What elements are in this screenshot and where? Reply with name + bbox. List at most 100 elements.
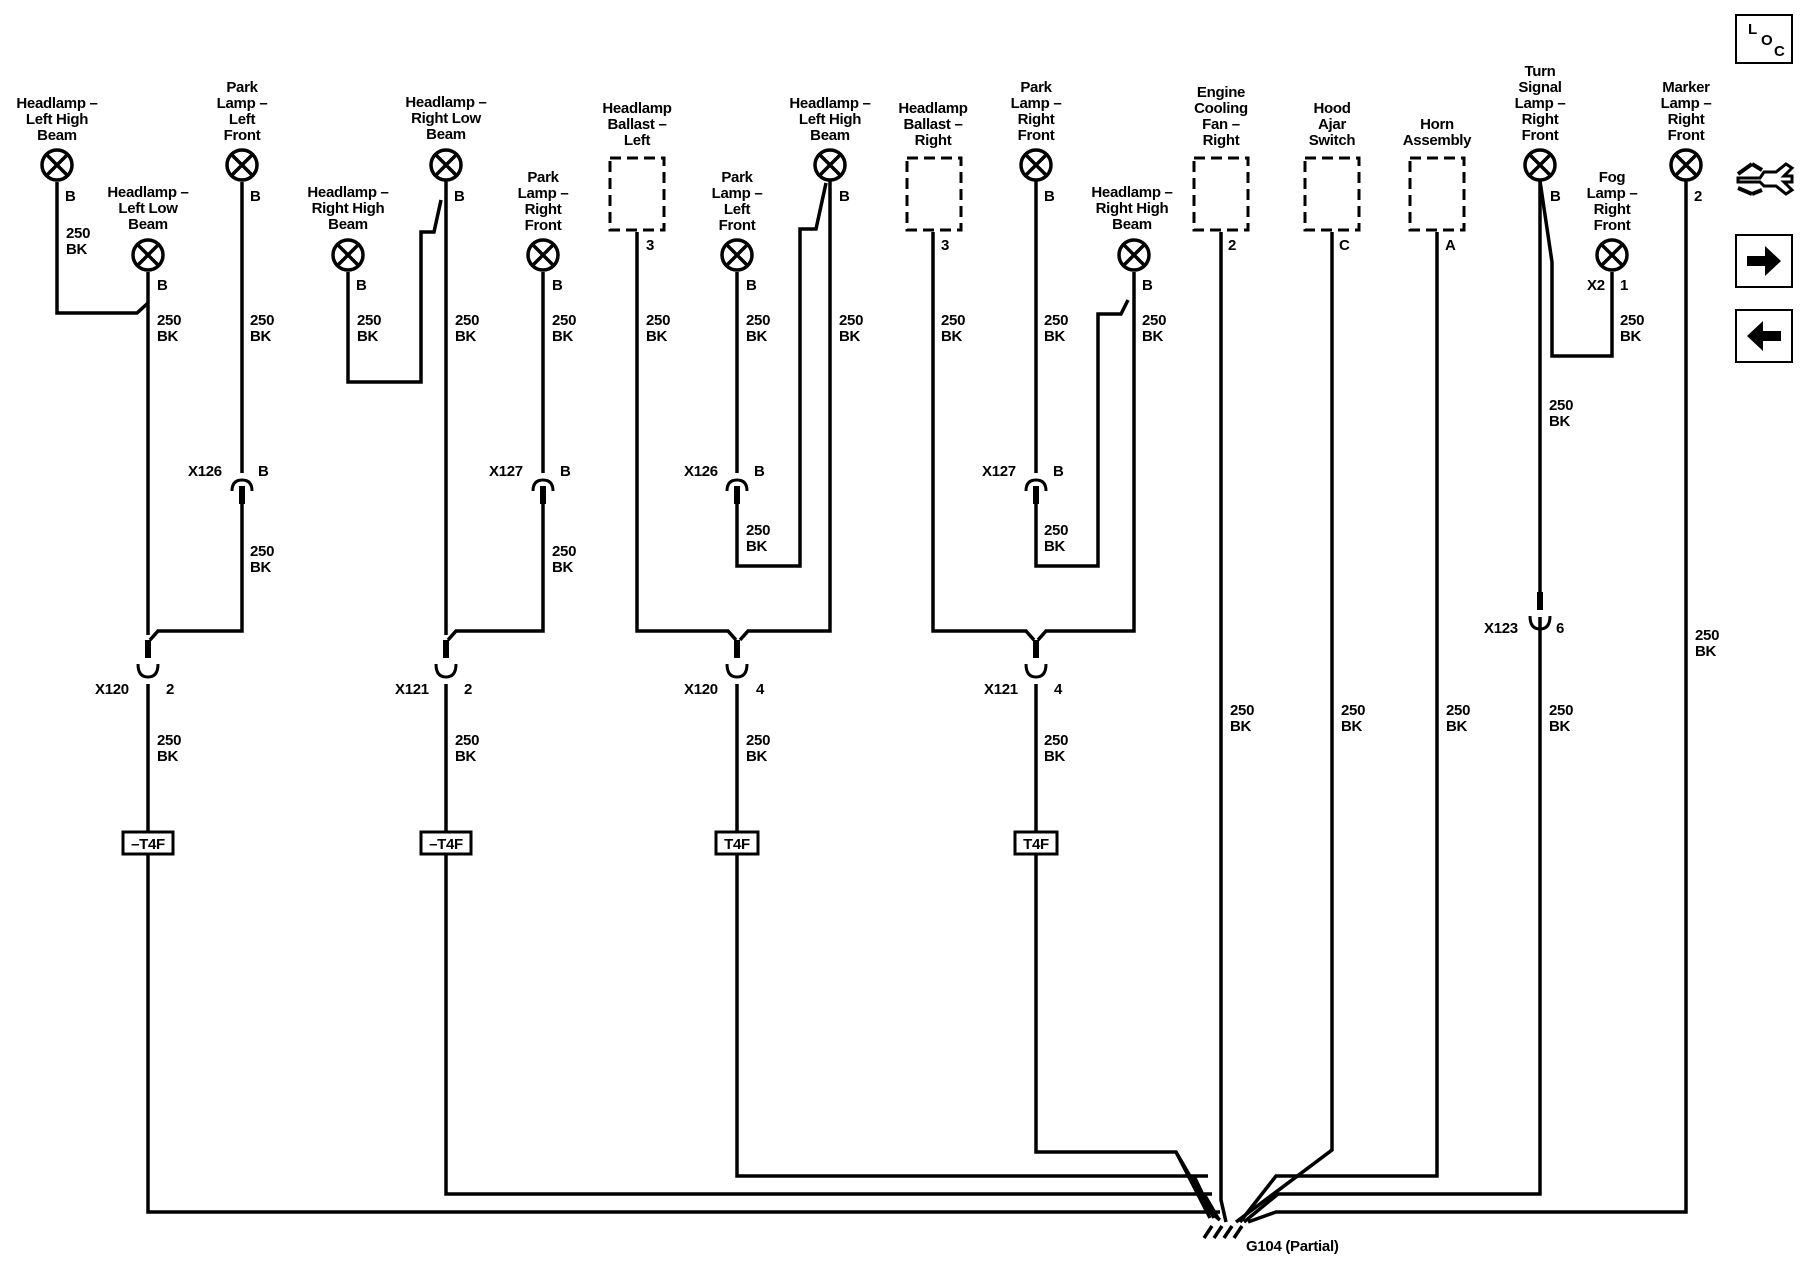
wire-gauge: 250 (552, 543, 576, 560)
bulb-fog-lamp (1595, 238, 1629, 272)
wire-gauge: 250 (646, 312, 670, 329)
wire-color: BK (455, 328, 477, 345)
label-turn-signal-lamp-l5: Front (1522, 127, 1559, 144)
wire-marker-lamp (1247, 181, 1688, 1224)
connector-x121-left: X121 2 (395, 640, 472, 698)
wire-gauge: 250 (839, 312, 863, 329)
wires (55, 180, 1688, 1224)
label-headlamp-left-high-beam-2-l3: Beam (810, 127, 850, 144)
label-park-lamp-left-front-2-l4: Front (719, 217, 756, 234)
label-marker-lamp-l3: Right (1668, 111, 1705, 128)
bulb-park-lamp-left-front-2 (720, 238, 754, 272)
wire-color: BK (1230, 718, 1252, 735)
label-headlamp-right-high-beam-1-l2: Right High (312, 200, 385, 217)
wire-color: BK (250, 559, 272, 576)
label-hood-ajar-switch-l1: Hood (1313, 100, 1350, 117)
wire-x121-pin4-to-ground (1034, 684, 1214, 1215)
label-headlamp-ballast-right-l1: Headlamp (898, 100, 967, 117)
label-headlamp-left-low-beam-l2: Left Low (118, 200, 178, 217)
wire-color: BK (1446, 718, 1468, 735)
label-headlamp-right-high-beam-1-l1: Headlamp – (307, 184, 388, 201)
pin-b: B (746, 277, 757, 294)
wire-gauge: 250 (746, 522, 770, 539)
label-fog-lamp-l4: Front (1594, 217, 1631, 234)
pin-3: 3 (941, 237, 949, 254)
label-engine-cooling-fan-right-l4: Right (1203, 132, 1240, 149)
location-view-button[interactable]: L O C (1735, 14, 1793, 64)
splice-t4f-left: T4F (714, 830, 760, 856)
loc-letter-o: O (1761, 32, 1773, 49)
wire-gauge: 250 (455, 732, 479, 749)
label-park-lamp-left-front-2-l3: Left (724, 201, 751, 218)
box-headlamp-ballast-left (608, 156, 666, 232)
wire-color: BK (1044, 748, 1066, 765)
bulb-marker-lamp (1669, 148, 1703, 182)
arrow-right-icon (1747, 246, 1781, 276)
component-labels: Headlamp – Left High Beam Park Lamp – Le… (16, 63, 1711, 234)
bulb-headlamp-left-low-beam (131, 238, 165, 272)
connector-label: X120 (684, 681, 718, 698)
bulb-headlamp-right-high-beam-2 (1117, 238, 1151, 272)
connector-view-button[interactable] (1734, 150, 1796, 216)
connector-pin: 4 (756, 681, 765, 698)
bulb-park-lamp-right-front-1 (526, 238, 560, 272)
pin-a: A (1445, 237, 1456, 254)
connector-x120-left: X120 2 (95, 640, 174, 698)
wire-color: BK (1142, 328, 1164, 345)
wire-color: BK (1044, 538, 1066, 555)
bulb-park-lamp-left-front-1 (225, 148, 259, 182)
wire-ballast-left (635, 232, 738, 642)
wire-gauge: 250 (1549, 397, 1573, 414)
wire-right-high-beam-2 (1036, 272, 1136, 642)
wire-color: BK (746, 328, 768, 345)
connector-label: X123 (1484, 620, 1518, 637)
wire-gauge: 250 (157, 732, 181, 749)
label-headlamp-ballast-left-l3: Left (624, 132, 651, 149)
wire-color: BK (157, 748, 179, 765)
label-horn-assembly-l2: Assembly (1403, 132, 1472, 149)
connector-pin: B (258, 463, 269, 480)
label-engine-cooling-fan-right-l3: Fan – (1202, 116, 1240, 133)
wire-right-high-beam-1 (346, 199, 443, 384)
connector-x2: X2 (1587, 277, 1605, 294)
label-headlamp-left-low-beam-l3: Beam (128, 216, 168, 233)
wire-park-left-front-1 (148, 182, 244, 642)
wire-gauge: 250 (1142, 312, 1166, 329)
label-park-lamp-right-front-2-l1: Park (1020, 79, 1052, 96)
wire-gauge: 250 (250, 312, 274, 329)
wire-ground-fanout (1174, 1151, 1222, 1222)
connector-x127-left: X127 B (489, 463, 571, 504)
connector-x121-right: X121 4 (984, 640, 1063, 698)
wire-color: BK (746, 538, 768, 555)
pin-3: 3 (646, 237, 654, 254)
label-engine-cooling-fan-right-l2: Cooling (1194, 100, 1248, 117)
wire-engine-cooling-fan (1219, 232, 1228, 1223)
label-marker-lamp-l2: Lamp – (1661, 95, 1712, 112)
wire-gauge: 250 (1620, 312, 1644, 329)
ground-icon (1202, 1225, 1244, 1239)
label-fog-lamp-l1: Fog (1599, 169, 1626, 186)
label-headlamp-left-high-beam-2-l1: Headlamp – (789, 95, 870, 112)
pin-b: B (839, 188, 850, 205)
label-park-lamp-left-front-l4: Front (224, 127, 261, 144)
wire-park-right-front-2 (1034, 181, 1130, 568)
label-fog-lamp-l3: Right (1594, 201, 1631, 218)
pin-2: 2 (1228, 237, 1236, 254)
connector-x126-left: X126 B (188, 463, 269, 504)
wire-gauge: 250 (1044, 732, 1068, 749)
label-headlamp-right-high-beam-2-l1: Headlamp – (1091, 184, 1172, 201)
label-headlamp-left-high-beam-l1: Headlamp – (16, 95, 97, 112)
splice-label: –T4F (429, 836, 463, 853)
label-park-lamp-right-front-2-l2: Lamp – (1011, 95, 1062, 112)
connector-label: X126 (188, 463, 222, 480)
wire-gauge: 250 (66, 225, 90, 242)
connector-x120-right: X120 4 (684, 640, 765, 698)
label-park-lamp-right-front-1-l4: Front (525, 217, 562, 234)
next-page-button[interactable] (1735, 234, 1793, 288)
connector-pin: 2 (166, 681, 174, 698)
previous-page-button[interactable] (1735, 309, 1793, 363)
ground-g104: G104 (Partial) (1202, 1225, 1339, 1255)
wire-color: BK (357, 328, 379, 345)
